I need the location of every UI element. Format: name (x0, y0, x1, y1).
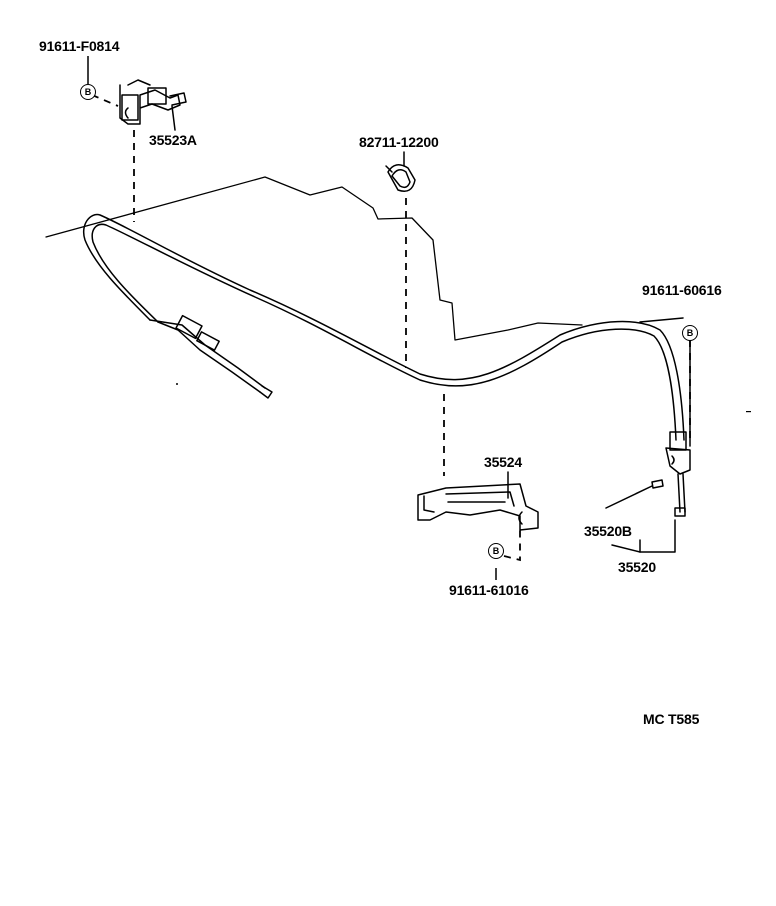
body-panel-outline (45, 176, 583, 341)
label-35523A: 35523A (149, 132, 197, 148)
guide-bolt-bottom (503, 530, 521, 562)
leader-35523A (171, 105, 176, 131)
bolt-badge-bottom: B (488, 543, 504, 559)
bolt-badge-right: B (682, 325, 698, 341)
label-91611-60616: 91611-60616 (642, 282, 722, 298)
leader-35520B (605, 485, 653, 509)
stray-dash (746, 411, 751, 413)
main-cable (83, 213, 685, 441)
bracket-lower (417, 483, 539, 531)
main-cable-inner (91, 223, 677, 441)
clamp-82711 (387, 164, 416, 192)
label-35520: 35520 (618, 559, 656, 575)
footer-code: MC T585 (643, 711, 700, 727)
guide-bolt-topleft (91, 94, 119, 107)
label-82711-12200: 82711-12200 (359, 134, 439, 150)
label-91611-61016: 91611-61016 (449, 582, 529, 598)
bracket-upper (119, 84, 181, 125)
cable-end-hook (259, 385, 273, 399)
leader-35520 (611, 519, 676, 553)
bracket-upper-clip (147, 87, 167, 105)
stray-dot (176, 383, 178, 385)
cable-fitting-left (175, 314, 203, 340)
threaded-end (674, 507, 686, 517)
leader-right-bolt (639, 317, 684, 323)
label-91611-F0814: 91611-F0814 (39, 38, 120, 54)
cable-end-right-sleeve (669, 431, 687, 451)
label-35520B: 35520B (584, 523, 632, 539)
bolt-badge-top-left: B (80, 84, 96, 100)
label-35524: 35524 (484, 454, 522, 470)
